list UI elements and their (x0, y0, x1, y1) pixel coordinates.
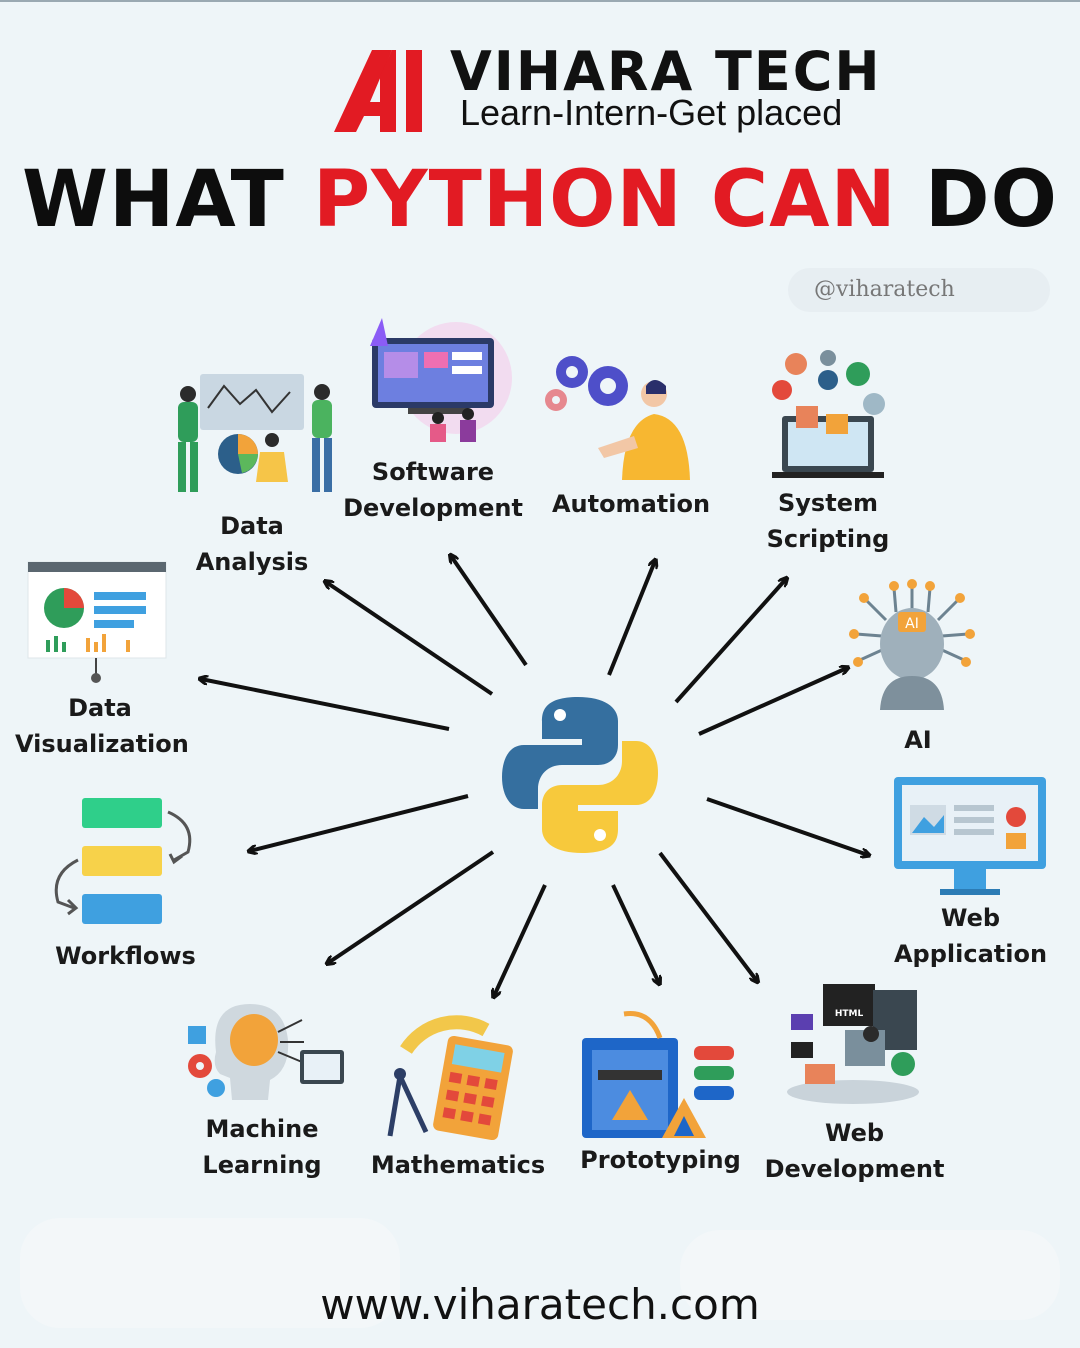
label-automation: Automation (551, 490, 711, 518)
person-gears-icon (545, 356, 690, 480)
footer-website: www.viharatech.com (320, 1280, 760, 1329)
monitor-code-icon (370, 318, 512, 442)
brand-name: VIHARA TECH (450, 40, 882, 103)
social-handle: @viharatech (788, 268, 1050, 312)
label-mathematics: Mathematics (370, 1151, 546, 1179)
title-part-3: DO (924, 155, 1058, 245)
label-web-application: Web Application (893, 904, 1048, 968)
arrow-automation (607, 561, 655, 676)
svg-text:AI: AI (905, 616, 919, 632)
title-part-1: WHAT (22, 155, 285, 245)
label-software-development: Software Development (343, 458, 523, 522)
label-prototyping: Prototyping (580, 1146, 741, 1174)
vihara-logo-icon (334, 50, 422, 132)
arrow-data-analysis (326, 582, 494, 696)
arrow-web-development (658, 851, 757, 981)
arrow-data-visualization (201, 679, 450, 731)
3d-printer-icon (582, 1011, 734, 1138)
arrow-machine-learning (328, 850, 495, 963)
brain-circuit-icon (188, 1004, 344, 1100)
label-system-scripting: System Scripting (766, 489, 890, 553)
people-chart-icon (178, 374, 332, 492)
ai-head-icon: AI (849, 579, 975, 710)
arrow-web-application (706, 797, 868, 855)
label-web-development: Web Development (764, 1119, 945, 1183)
svg-text:HTML: HTML (835, 1009, 864, 1019)
calculator-compass-icon (387, 1015, 513, 1141)
label-data-analysis: Data Analysis (195, 512, 309, 576)
top-border (0, 0, 1080, 2)
dashboard-chart-icon (27, 561, 167, 683)
brand-tagline: Learn-Intern-Get placed (460, 92, 843, 133)
label-machine-learning: Machine Learning (202, 1115, 322, 1179)
title-part-2: PYTHON CAN (313, 155, 897, 245)
label-ai: AI (904, 726, 932, 754)
page-title: WHAT PYTHON CAN DO (0, 155, 1080, 245)
arrow-ai (698, 668, 847, 736)
arrow-mathematics (494, 884, 547, 996)
web-monitor-icon (894, 777, 1046, 895)
label-data-visualization: Data Visualization (15, 694, 189, 758)
python-logo-icon (502, 697, 658, 853)
workflow-blocks-icon (54, 798, 192, 924)
arrow-prototyping (611, 884, 659, 983)
label-workflows: Workflows (55, 942, 196, 970)
arrow-software-development (451, 556, 528, 667)
arrow-system-scripting (674, 579, 786, 704)
footer-decoration-left (20, 1218, 400, 1328)
laptop-network-icon (772, 350, 885, 478)
developer-desk-icon: HTML (787, 984, 919, 1104)
arrow-workflows (250, 794, 469, 851)
footer-decoration-right (680, 1230, 1060, 1320)
